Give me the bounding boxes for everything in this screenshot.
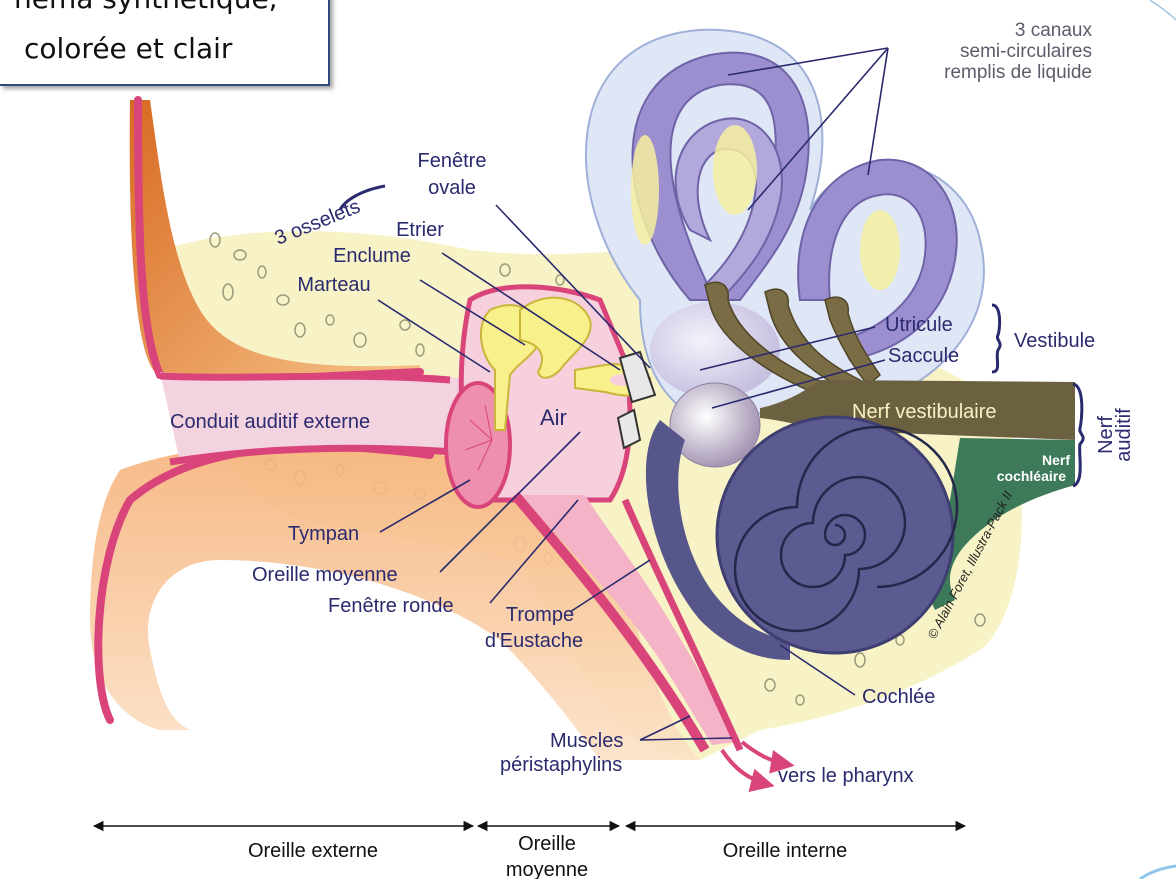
slide-corner-arc <box>1150 0 1176 20</box>
brace-vestibule <box>992 305 1000 372</box>
region-oreille-moyenne-1: Oreille <box>518 833 576 855</box>
label-fenetre-ronde: Fenêtre ronde <box>328 595 454 617</box>
canal-fluid-1 <box>713 125 757 215</box>
label-saccule: Saccule <box>888 345 959 367</box>
label-vestibule: Vestibule <box>1014 330 1095 352</box>
label-oreille-moyenne: Oreille moyenne <box>252 564 398 586</box>
label-fenetre-ovale-2: ovale <box>428 177 476 199</box>
canal-fluid-3 <box>631 135 659 245</box>
label-marteau: Marteau <box>297 274 370 296</box>
label-conduit: Conduit auditif externe <box>170 411 370 433</box>
label-trompe-1: Trompe <box>506 604 574 626</box>
label-nerf-auditif-2: auditif <box>1113 408 1135 462</box>
slide-corner-arc-bottom <box>1140 866 1176 879</box>
label-tympan: Tympan <box>288 523 359 545</box>
label-nerf-vestibulaire: Nerf vestibulaire <box>852 401 997 423</box>
label-canaux-3: remplis de liquide <box>944 62 1092 83</box>
label-fenetre-ovale-1: Fenêtre <box>418 150 487 172</box>
label-utricule: Utricule <box>885 314 953 336</box>
region-oreille-interne: Oreille interne <box>723 840 848 862</box>
label-canaux-1: 3 canaux <box>1015 20 1093 41</box>
canal-fluid-2 <box>860 210 900 290</box>
label-pharynx: vers le pharynx <box>778 765 914 787</box>
saccule <box>670 383 760 467</box>
label-enclume: Enclume <box>333 245 411 267</box>
callout-line-2: colorée et clair <box>24 32 232 65</box>
label-trompe-2: d'Eustache <box>485 630 583 652</box>
canal-wall-upper <box>160 376 450 380</box>
label-muscles-1: Muscles <box>550 730 623 752</box>
slide-title-callout: hema synthétique, colorée et clair <box>0 0 330 86</box>
label-muscles-2: péristaphylins <box>500 754 622 776</box>
label-nerf-cochleaire-2: cochléaire <box>997 468 1066 484</box>
label-air: Air <box>540 405 567 430</box>
label-cochlee: Cochlée <box>862 686 935 708</box>
region-oreille-externe: Oreille externe <box>248 840 378 862</box>
pharynx-arrow-2 <box>742 742 790 765</box>
label-etrier: Etrier <box>396 219 444 241</box>
callout-line-1: hema synthétique, <box>14 0 278 15</box>
label-canaux-2: semi-circulaires <box>960 41 1092 62</box>
region-oreille-moyenne-2: moyenne <box>506 859 588 879</box>
label-nerf-cochleaire-1: Nerf <box>1042 452 1070 468</box>
